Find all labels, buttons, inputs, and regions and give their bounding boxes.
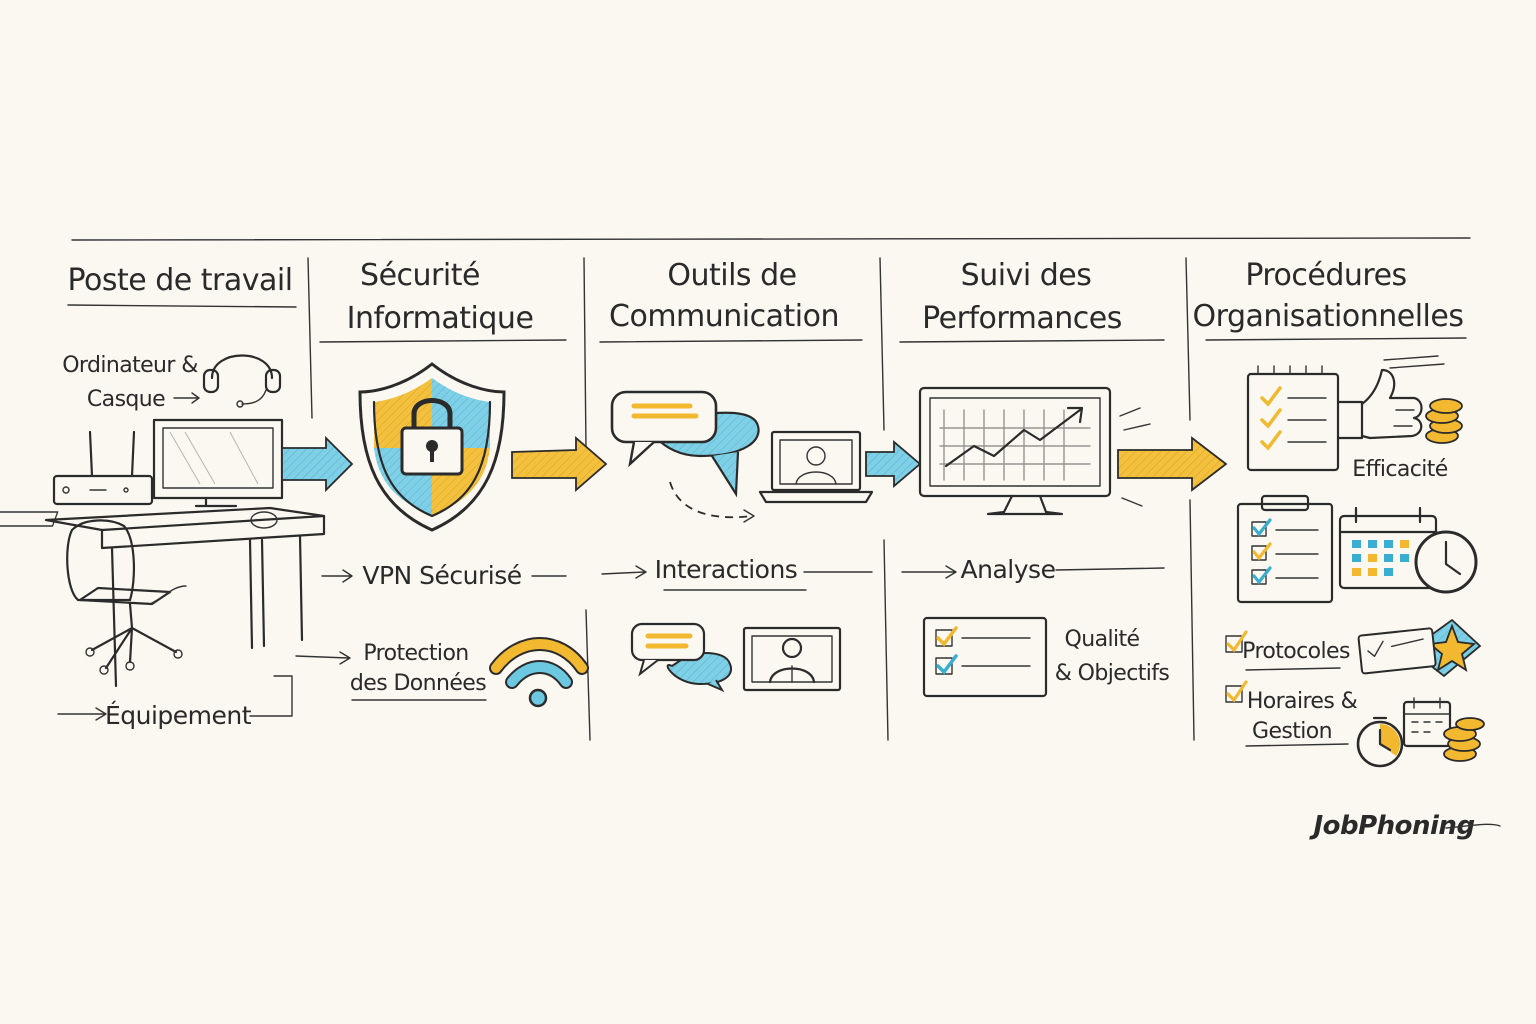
- office-chair-icon: [66, 519, 187, 675]
- arrow: [295, 651, 351, 665]
- label-line: Gestion: [1252, 719, 1332, 744]
- computer-headset-label: Ordinateur & Casque: [62, 353, 200, 412]
- equipment-label: Équipement: [57, 675, 293, 730]
- arrow: [321, 569, 353, 583]
- label-line: Casque: [87, 387, 165, 412]
- title-line: Informatique: [347, 301, 534, 336]
- brand-signature: JobPhoning: [1308, 811, 1501, 841]
- arrow-blue-2: [865, 440, 922, 488]
- arrow: [901, 565, 957, 579]
- laptop-video-call-icon: [758, 430, 874, 504]
- headset-icon: [202, 354, 282, 408]
- label-text: VPN Sécurisé: [362, 561, 521, 590]
- title-line: Communication: [609, 299, 839, 334]
- column-title-procedures: Procédures Organisationnelles: [1193, 258, 1464, 334]
- label-line: Ordinateur &: [62, 353, 198, 378]
- column-title-workstation: Poste de travail: [67, 263, 293, 298]
- arrow-yellow-1: [511, 436, 608, 492]
- label-line: Qualité: [1065, 627, 1140, 652]
- label-text: Interactions: [655, 555, 798, 584]
- title-line: Sécurité: [360, 258, 480, 293]
- label-line: des Données: [350, 671, 486, 696]
- coins-icon: [1425, 398, 1463, 444]
- interactions-label: Interactions: [601, 555, 873, 591]
- chart-monitor-icon: [918, 386, 1151, 516]
- label-text: Équipement: [105, 701, 252, 730]
- title-line: Poste de travail: [67, 263, 292, 298]
- title-line: Outils de: [667, 258, 796, 293]
- title-line: Procédures: [1245, 258, 1406, 293]
- video-call-screen-icon: [742, 626, 842, 692]
- checklist-card-icon: [922, 616, 1048, 698]
- column-title-communication: Outils de Communication: [609, 258, 839, 334]
- router-icon: [52, 430, 154, 506]
- protocols-label: Protocoles: [1225, 630, 1351, 671]
- label-text: Protocoles: [1242, 639, 1350, 664]
- frame-lines: [67, 237, 1471, 741]
- monitor-icon: [152, 418, 284, 508]
- label-line: Horaires &: [1247, 689, 1358, 714]
- quality-label: Qualité & Objectifs: [1055, 627, 1170, 686]
- schedules-label: Horaires & Gestion: [1225, 680, 1358, 747]
- chat-bubbles-icon: [610, 390, 760, 523]
- vpn-label: VPN Sécurisé: [321, 561, 567, 590]
- arrow-yellow-2: [1117, 436, 1228, 492]
- thumbs-up-icon: [1336, 355, 1445, 440]
- stopwatch-calendar-coins-icon: [1356, 697, 1485, 768]
- arrow-blue-1: [281, 435, 354, 493]
- shield-lock-icon: [358, 362, 506, 532]
- clock-icon: [1414, 530, 1478, 594]
- title-line: Suivi des: [961, 258, 1092, 293]
- protection-label: Protection des Données: [295, 641, 487, 701]
- label-text: Efficacité: [1352, 457, 1448, 482]
- column-title-security: Sécurité Informatique: [347, 258, 534, 336]
- clipboard-checklist-icon: [1246, 365, 1340, 472]
- arrow: [601, 565, 647, 579]
- brand-name: JobPhoning: [1308, 811, 1474, 841]
- title-line: Organisationnelles: [1193, 299, 1464, 334]
- arrow: [57, 707, 107, 721]
- label-line: Protection: [363, 641, 468, 666]
- analysis-label: Analyse: [901, 555, 1165, 584]
- title-line: Performances: [922, 301, 1122, 336]
- column-title-performance: Suivi des Performances: [922, 258, 1122, 336]
- chat-bubbles-small-icon: [630, 622, 732, 693]
- wifi-icon: [489, 637, 589, 708]
- star-icon: [1357, 618, 1482, 678]
- arrow: [173, 392, 200, 404]
- label-line: & Objectifs: [1055, 661, 1170, 686]
- label-text: Analyse: [961, 555, 1056, 584]
- efficiency-label: Efficacité: [1352, 457, 1448, 482]
- desk-icon: [0, 506, 326, 688]
- clipboard-checklist-2-icon: [1236, 494, 1334, 604]
